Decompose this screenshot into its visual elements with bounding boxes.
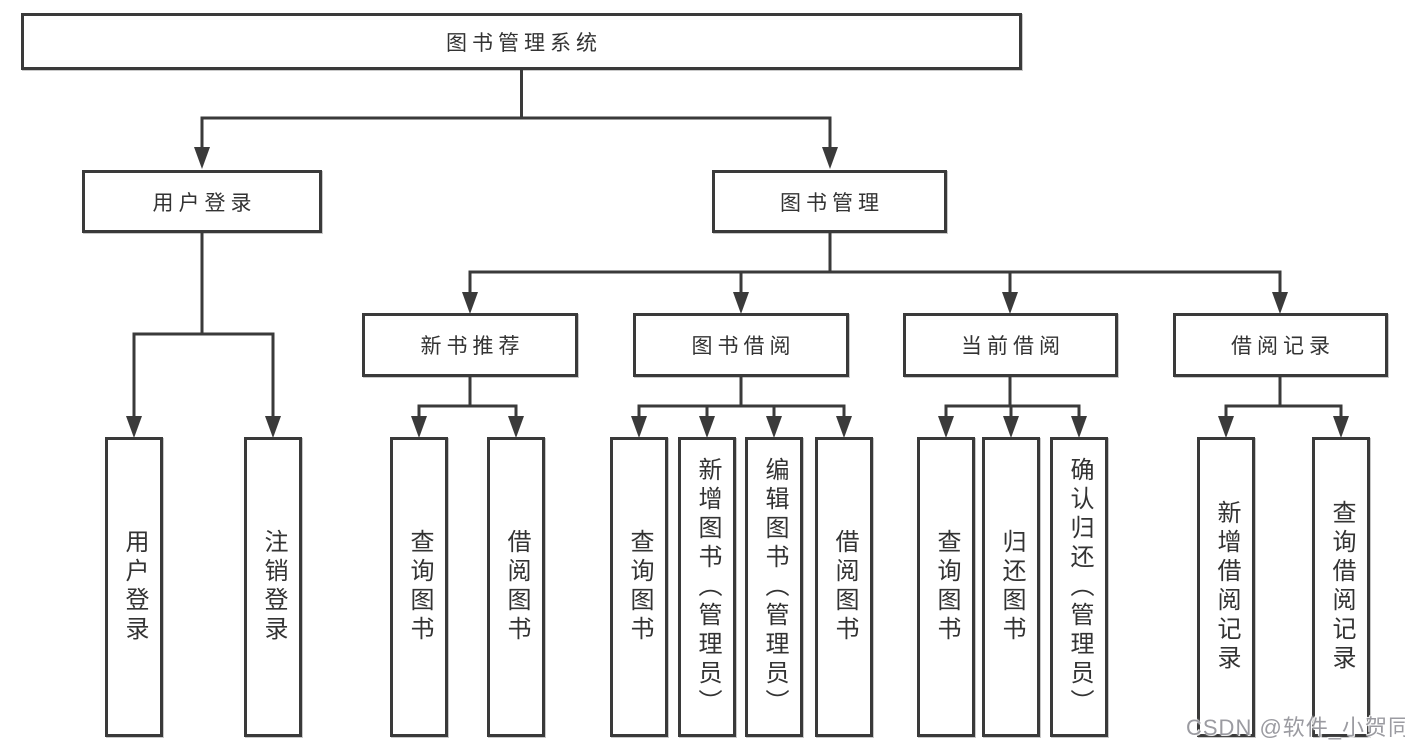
leaf-query-borrow-record: 查询借阅记录	[1312, 437, 1370, 737]
leaf-borrow-query-books-label: 查询图书	[626, 529, 653, 645]
leaf-add-borrow-record: 新增借阅记录	[1197, 437, 1255, 737]
node-new-book-recommend: 新书推荐	[362, 313, 578, 377]
node-user-login: 用户登录	[82, 170, 322, 233]
leaf-add-books-admin-label: 新增图书（管理员）	[694, 456, 721, 718]
arrowhead	[194, 147, 210, 169]
arrowhead	[631, 416, 647, 438]
leaf-logout-label: 注销登录	[260, 529, 287, 645]
arrowhead	[1002, 292, 1018, 314]
leaf-borrow-books-label: 借阅图书	[831, 529, 858, 645]
node-user-login-label: 用户登录	[152, 191, 257, 215]
leaf-query-borrow-record-label: 查询借阅记录	[1328, 500, 1355, 674]
node-new-book-recommend-label: 新书推荐	[420, 335, 525, 358]
node-book-borrow-label: 图书借阅	[691, 335, 796, 358]
node-borrow-records-label: 借阅记录	[1231, 335, 1335, 358]
connector-bookborrow-to-leaves	[637, 377, 846, 419]
node-root-label: 图书管理系统	[446, 31, 602, 55]
node-current-borrow-label: 当前借阅	[961, 335, 1065, 358]
arrowhead	[411, 416, 427, 438]
arrowhead	[822, 147, 838, 169]
connector-bookmgmt-to-level3	[468, 233, 1282, 295]
leaf-newbook-query-books: 查询图书	[390, 437, 448, 737]
leaf-user-login-label: 用户登录	[121, 529, 148, 645]
leaf-borrow-books: 借阅图书	[815, 437, 873, 737]
leaf-confirm-return-admin-label: 确认归还（管理员）	[1066, 456, 1093, 718]
leaf-add-borrow-record-label: 新增借阅记录	[1213, 500, 1240, 674]
leaf-return-books-label: 归还图书	[998, 529, 1025, 645]
node-book-management-label: 图书管理	[780, 191, 884, 215]
arrowhead	[1272, 292, 1288, 314]
leaf-return-books: 归还图书	[982, 437, 1040, 737]
connector-newbookrec-to-leaves	[417, 377, 518, 419]
connector-userlogin-to-leaves	[132, 233, 275, 419]
leaf-add-books-admin: 新增图书（管理员）	[678, 437, 736, 737]
arrowhead	[1003, 416, 1019, 438]
leaf-current-query-books: 查询图书	[917, 437, 975, 737]
leaf-edit-books-admin: 编辑图书（管理员）	[745, 437, 803, 737]
arrowhead	[836, 416, 852, 438]
arrowhead	[699, 416, 715, 438]
leaf-newbook-query-books-label: 查询图书	[406, 529, 433, 645]
arrowhead	[733, 292, 749, 314]
node-book-management: 图书管理	[712, 170, 947, 233]
connector-root-to-level2	[200, 70, 832, 150]
arrowhead	[508, 416, 524, 438]
connector-borrowrecords-to-leaves	[1224, 377, 1343, 419]
node-current-borrow: 当前借阅	[903, 313, 1118, 377]
node-borrow-records: 借阅记录	[1173, 313, 1388, 377]
leaf-confirm-return-admin: 确认归还（管理员）	[1050, 437, 1108, 737]
arrowhead	[265, 416, 281, 438]
arrowhead	[1071, 416, 1087, 438]
csdn-watermark: CSDN @软件_小贺同学	[1186, 715, 1405, 740]
connector-currentborrow-to-leaves	[944, 377, 1081, 419]
leaf-edit-books-admin-label: 编辑图书（管理员）	[761, 456, 788, 718]
leaf-user-login: 用户登录	[105, 437, 163, 737]
arrowhead	[126, 416, 142, 438]
arrowhead	[462, 292, 478, 314]
leaf-logout: 注销登录	[244, 437, 302, 737]
leaf-current-query-books-label: 查询图书	[933, 529, 960, 645]
arrowhead	[766, 416, 782, 438]
arrowhead	[1333, 416, 1349, 438]
leaf-borrow-query-books: 查询图书	[610, 437, 668, 737]
leaf-newbook-borrow-books: 借阅图书	[487, 437, 545, 737]
arrowhead	[938, 416, 954, 438]
arrowhead	[1218, 416, 1234, 438]
node-root-system: 图书管理系统	[21, 13, 1022, 70]
node-book-borrow: 图书借阅	[633, 313, 849, 377]
leaf-newbook-borrow-books-label: 借阅图书	[503, 529, 530, 645]
